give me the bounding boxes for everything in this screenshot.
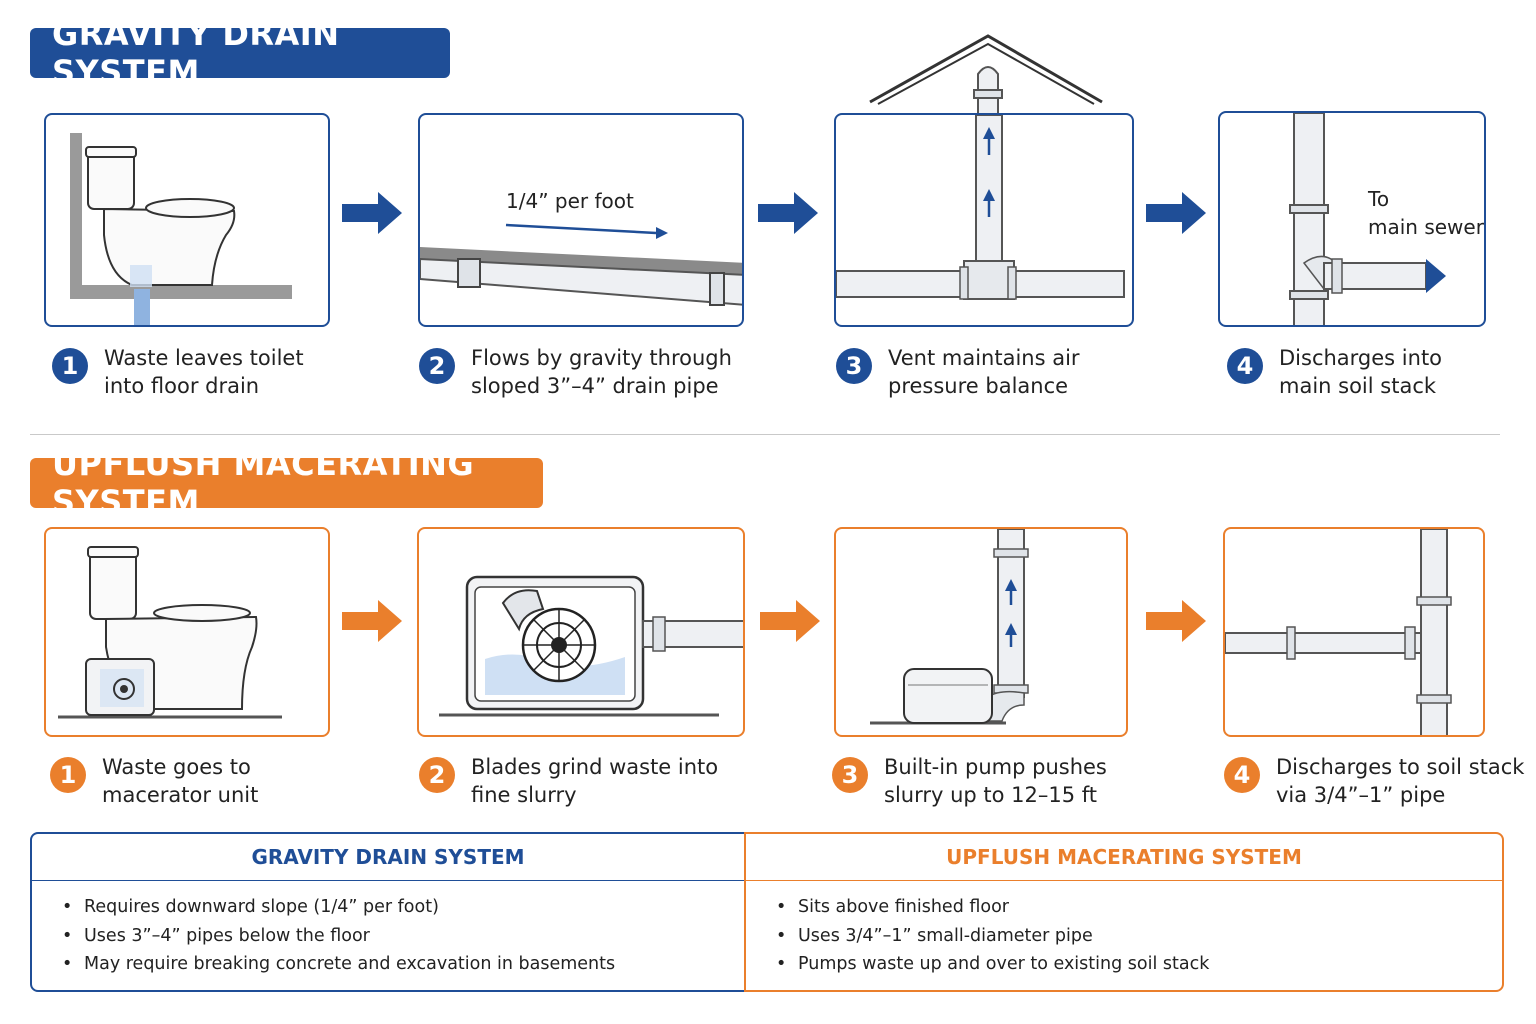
gravity-step-2: 2 Flows by gravity through sloped 3”–4” … [419,344,732,400]
comparison-upflush-list: Sits above finished floor Uses 3/4”–1” s… [746,893,1502,979]
step-number-badge: 1 [50,757,86,793]
gravity-section-title: GRAVITY DRAIN SYSTEM [30,15,450,91]
gravity-step-1: 1 Waste leaves toilet into floor drain [52,344,304,400]
comparison-upflush-heading: UPFLUSH MACERATING SYSTEM [746,834,1502,881]
step-description: Blades grind waste into fine slurry [471,755,719,807]
upflush-flow-arrow-1 [342,600,402,642]
list-item: Uses 3”–4” pipes below the floor [62,922,744,951]
comparison-gravity-list: Requires downward slope (1/4” per foot) … [32,893,744,979]
upflush-panel-pump [834,527,1128,737]
upflush-step-3: 3 Built-in pump pushes slurry up to 12–1… [832,753,1107,809]
comparison-table: GRAVITY DRAIN SYSTEM Requires downward s… [30,832,1504,992]
gravity-panel-toilet [44,113,330,327]
upflush-step-2: 2 Blades grind waste into fine slurry [419,753,718,809]
comparison-upflush-column: UPFLUSH MACERATING SYSTEM Sits above fin… [744,832,1504,992]
upflush-section-title: UPFLUSH MACERATING SYSTEM [30,445,543,521]
upflush-step-4: 4 Discharges to soil stack via 3/4”–1” p… [1224,753,1524,809]
step-description: Vent maintains air pressure balance [888,346,1080,398]
vent-pipe-top [973,66,1003,116]
upflush-flow-arrow-2 [760,600,820,642]
section-divider [30,434,1500,435]
step-number-badge: 4 [1224,757,1260,793]
upflush-toilet-illustration [58,546,282,719]
upflush-flow-arrow-3 [1146,600,1206,642]
small-pipe-stack-illustration [1225,529,1452,735]
macerator-illustration [439,575,743,717]
gravity-panel-vent [834,113,1134,327]
step-number-badge: 3 [832,757,868,793]
gravity-step-3: 3 Vent maintains air pressure balance [836,344,1080,400]
step-description: Built-in pump pushes slurry up to 12–15 … [884,755,1107,807]
list-item: Pumps waste up and over to existing soil… [776,950,1502,979]
upflush-panel-toilet [44,527,330,737]
gravity-step-4: 4 Discharges into main soil stack [1227,344,1442,400]
roof-outline [869,34,1103,105]
list-item: Requires downward slope (1/4” per foot) [62,893,744,922]
upflush-panel-macerator [417,527,745,737]
step-description: Waste leaves toilet into floor drain [104,346,304,398]
comparison-gravity-column: GRAVITY DRAIN SYSTEM Requires downward s… [30,832,746,992]
step-number-badge: 1 [52,348,88,384]
list-item: May require breaking concrete and excava… [62,950,744,979]
slope-label: 1/4” per foot [506,189,634,213]
gravity-toilet-illustration [70,133,292,325]
step-description: Waste goes to macerator unit [102,755,259,807]
list-item: Uses 3/4”–1” small-diameter pipe [776,922,1502,951]
step-number-badge: 2 [419,348,455,384]
gravity-flow-arrow-1 [342,192,402,234]
step-number-badge: 3 [836,348,872,384]
upflush-panel-soil-stack [1223,527,1485,737]
list-item: Sits above finished floor [776,893,1502,922]
vent-illustration [836,115,1125,300]
step-number-badge: 4 [1227,348,1263,384]
upflush-step-1: 1 Waste goes to macerator unit [50,753,258,809]
step-description: Flows by gravity through sloped 3”–4” dr… [471,346,732,398]
soil-stack-illustration [1289,113,1446,325]
step-description: Discharges into main soil stack [1279,346,1443,398]
main-sewer-label: To main sewer [1368,187,1484,239]
step-number-badge: 2 [419,757,455,793]
gravity-flow-arrow-2 [758,192,818,234]
gravity-flow-arrow-3 [1146,192,1206,234]
step-description: Discharges to soil stack via 3/4”–1” pip… [1276,755,1525,807]
pump-riser-illustration [870,529,1029,725]
gravity-panel-sloped-pipe: 1/4” per foot [418,113,744,327]
sloped-pipe-illustration [420,223,742,306]
gravity-panel-soil-stack: To main sewer [1218,111,1486,327]
comparison-gravity-heading: GRAVITY DRAIN SYSTEM [32,834,744,881]
